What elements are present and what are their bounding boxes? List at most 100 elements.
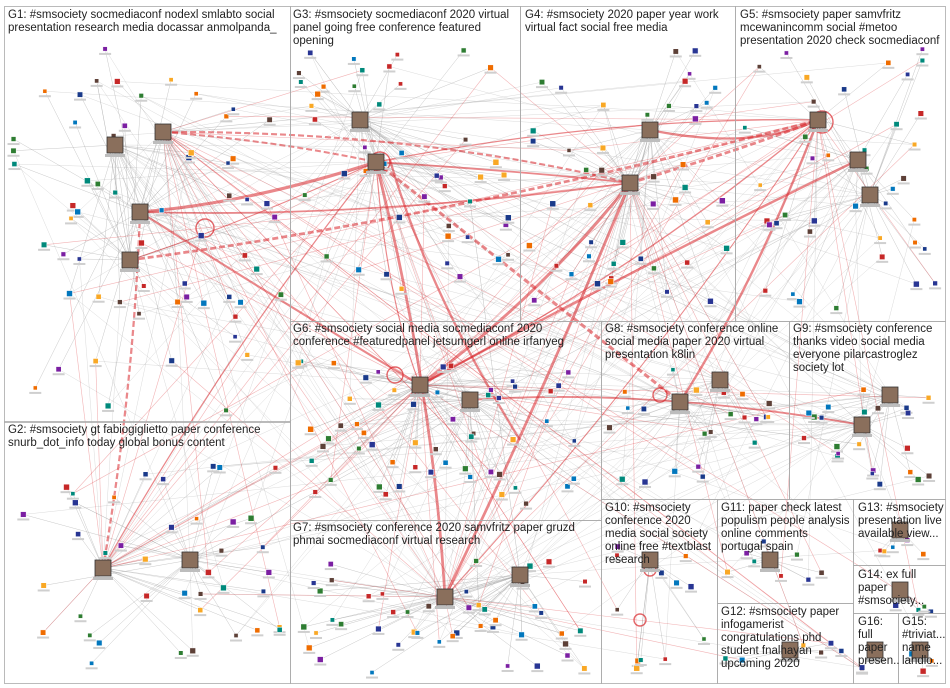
edge	[792, 159, 859, 295]
node	[396, 214, 403, 221]
node	[833, 305, 840, 311]
hub-node	[411, 376, 429, 394]
node	[436, 639, 442, 645]
node	[559, 630, 565, 637]
edge	[769, 559, 822, 573]
node	[66, 290, 73, 297]
edge	[96, 80, 131, 261]
edge-minor	[444, 274, 572, 598]
edge	[310, 52, 361, 121]
node	[809, 155, 815, 161]
edge-major	[678, 119, 820, 403]
edge-major	[388, 159, 521, 441]
node-caption	[229, 320, 242, 323]
node	[860, 386, 867, 393]
edge	[114, 144, 230, 196]
edge	[784, 159, 859, 216]
node	[78, 613, 83, 619]
self-loop	[633, 613, 647, 627]
hub-node	[94, 559, 112, 577]
node-caption	[753, 70, 766, 73]
edge	[315, 574, 521, 634]
edge	[444, 596, 581, 632]
edge	[419, 384, 551, 392]
hub-node	[436, 588, 454, 606]
node-caption	[245, 522, 258, 525]
edge	[430, 399, 471, 473]
edge	[163, 159, 859, 480]
edge	[359, 81, 543, 121]
edge-major	[162, 130, 631, 185]
edge	[331, 579, 446, 598]
edge	[649, 129, 668, 292]
node	[96, 639, 103, 646]
edge-minor	[162, 131, 492, 473]
node	[619, 239, 626, 246]
node-caption	[197, 307, 210, 310]
node	[778, 573, 784, 579]
node	[55, 366, 62, 373]
node	[72, 120, 78, 125]
node	[743, 550, 750, 557]
edge-minor	[266, 203, 446, 598]
node	[308, 458, 315, 464]
node	[468, 433, 475, 440]
node-caption	[65, 222, 78, 225]
node	[320, 84, 327, 90]
node	[890, 544, 896, 550]
edge	[189, 559, 280, 630]
edge-minor	[375, 161, 523, 584]
edge	[250, 161, 377, 519]
edge	[13, 144, 116, 152]
node-caption	[180, 300, 193, 303]
node	[606, 424, 613, 431]
node-caption	[73, 262, 86, 265]
node	[168, 77, 174, 83]
node	[398, 150, 405, 156]
node-caption	[343, 402, 356, 405]
hub-node	[621, 174, 639, 192]
edge	[189, 559, 522, 635]
node-caption	[584, 209, 597, 212]
node-caption	[29, 391, 42, 394]
edge	[533, 140, 631, 184]
node-caption	[434, 181, 447, 184]
group-label-g15: G15: #triviat... name landlo...	[902, 616, 946, 667]
node	[722, 655, 729, 662]
edge	[79, 119, 361, 260]
node-caption	[499, 228, 512, 231]
node-caption	[359, 174, 372, 177]
node-caption	[689, 54, 702, 57]
node-caption	[901, 544, 914, 547]
node	[920, 46, 925, 52]
node-caption	[871, 412, 884, 415]
node	[362, 144, 368, 150]
node	[538, 610, 544, 616]
node-caption	[698, 437, 711, 440]
edge	[668, 105, 819, 121]
hub-node	[866, 641, 884, 659]
node	[355, 266, 362, 273]
node	[375, 625, 382, 633]
node	[380, 591, 385, 597]
edge	[644, 379, 721, 483]
edge	[469, 201, 521, 576]
node	[741, 414, 748, 421]
edge	[466, 159, 859, 592]
edge	[114, 144, 185, 284]
edge-major	[629, 118, 819, 185]
edge-minor	[102, 294, 282, 569]
edge	[219, 394, 891, 468]
node-caption	[704, 435, 717, 438]
node-caption	[358, 151, 371, 154]
node-caption	[195, 239, 208, 242]
edge	[43, 559, 191, 586]
node-caption	[263, 123, 276, 126]
node-caption	[325, 584, 338, 587]
node-caption	[114, 549, 127, 552]
node	[223, 113, 229, 119]
edge	[23, 514, 191, 561]
node-caption	[305, 109, 318, 112]
node	[362, 374, 369, 381]
node	[10, 147, 17, 154]
